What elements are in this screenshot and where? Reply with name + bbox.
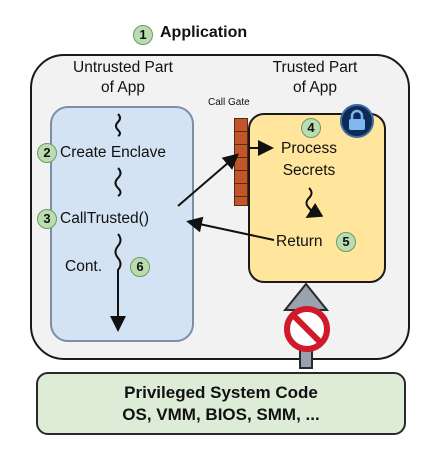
- untrusted-title-line1: Untrusted Part: [73, 59, 173, 76]
- privileged-line2: OS, VMM, BIOS, SMM, ...: [122, 405, 320, 424]
- arrow-return: [186, 216, 275, 241]
- process-line2: Secrets: [282, 162, 336, 179]
- untrusted-title-line2: of App: [101, 79, 145, 96]
- process-secrets-label: Process Secrets: [268, 138, 350, 182]
- call-trusted-label: CallTrusted(): [60, 210, 149, 227]
- create-enclave-label: Create Enclave: [60, 144, 166, 161]
- call-gate-label: Call Gate: [208, 97, 250, 108]
- step-badge-4: 4: [301, 118, 321, 138]
- return-label: Return: [276, 233, 323, 250]
- trusted-title-line2: of App: [293, 79, 337, 96]
- step-badge-3: 3: [37, 209, 57, 229]
- padlock-icon: [340, 104, 374, 138]
- privileged-system-code: Privileged System Code OS, VMM, BIOS, SM…: [36, 372, 406, 435]
- call-gate: [234, 118, 248, 206]
- no-entry-icon: [284, 306, 330, 352]
- step-badge-2: 2: [37, 143, 57, 163]
- process-line1: Process: [281, 140, 337, 157]
- cont-label: Cont.: [65, 258, 103, 275]
- privileged-line1: Privileged System Code: [124, 383, 318, 402]
- squiggle-top: [115, 113, 121, 137]
- step-badge-5: 5: [336, 232, 356, 252]
- arrow-call-to-gate: [177, 153, 240, 207]
- squiggle-mid: [114, 167, 122, 197]
- step-badge-6: 6: [130, 257, 150, 277]
- squiggle-trusted: [305, 187, 324, 219]
- untrusted-part-title: Untrusted Part of App: [48, 58, 198, 98]
- trusted-part-title: Trusted Part of App: [250, 58, 380, 98]
- application-title: Application: [160, 24, 248, 41]
- cont-line: [110, 233, 126, 332]
- step-badge-1: 1: [133, 25, 153, 45]
- trusted-title-line1: Trusted Part: [272, 59, 358, 76]
